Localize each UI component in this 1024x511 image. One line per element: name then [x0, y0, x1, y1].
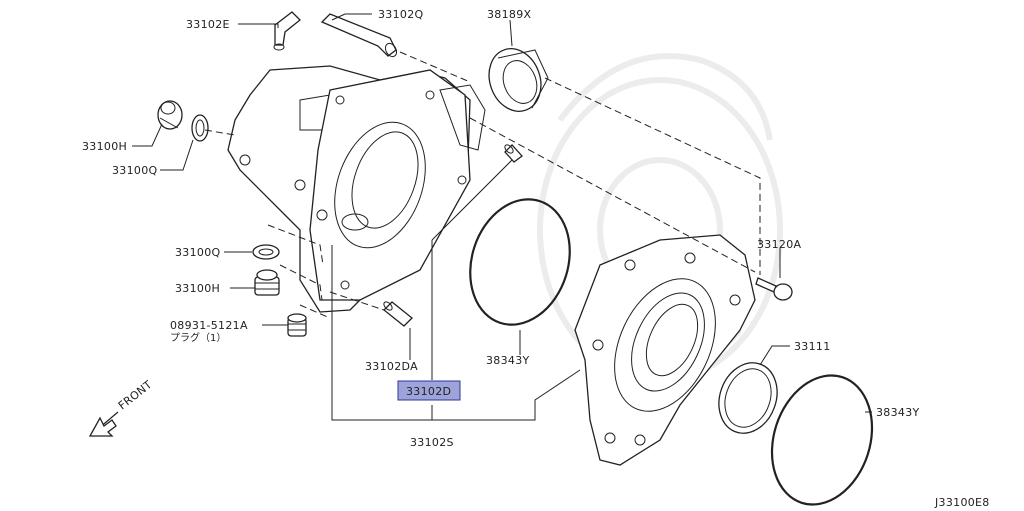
part-labels: 33102E 33102Q 38189X 33100H 33100Q 33100… — [82, 8, 990, 509]
label-38343Y-right[interactable]: 38343Y — [876, 406, 920, 419]
breather-hose-33102Q — [320, 13, 398, 58]
label-33102E[interactable]: 33102E — [186, 18, 230, 31]
label-33102S[interactable]: 33102S — [410, 436, 454, 449]
o-ring-38343Y-right — [770, 374, 874, 506]
label-33102Q[interactable]: 33102Q — [378, 8, 423, 21]
highlight-box-33102D[interactable] — [397, 380, 461, 401]
label-33120A[interactable]: 33120A — [757, 238, 801, 251]
front-label: FRONT — [116, 378, 155, 412]
label-33102D[interactable]: 33102D — [406, 385, 451, 398]
label-33111[interactable]: 33111 — [794, 340, 831, 353]
label-38189X[interactable]: 38189X — [487, 8, 531, 21]
plug-08931-5121A — [287, 313, 307, 337]
label-33100Q-top[interactable]: 33100Q — [112, 164, 157, 177]
assembly-dashed-lines — [204, 51, 761, 319]
rear-cover — [574, 234, 756, 466]
washer-33100Q-top — [191, 114, 209, 142]
breather-elbow-33102E — [273, 11, 301, 51]
o-ring-38343Y-center — [469, 198, 571, 326]
bolt-33120A — [755, 277, 793, 301]
label-33100Q-mid[interactable]: 33100Q — [175, 246, 220, 259]
label-33102DA[interactable]: 33102DA — [365, 360, 418, 373]
label-33100H-top[interactable]: 33100H — [82, 140, 127, 153]
oil-seal-33111 — [718, 362, 778, 434]
oil-seal-38189X — [488, 48, 549, 112]
label-38343Y-center[interactable]: 38343Y — [486, 354, 530, 367]
leader-lines — [132, 13, 872, 421]
washer-33100Q-mid — [252, 244, 280, 260]
plug-33100H-mid — [254, 269, 280, 296]
label-08931-5121A[interactable]: 08931-5121A — [170, 319, 248, 332]
transfer-housing — [227, 65, 486, 313]
plug-33100H-top — [157, 100, 183, 130]
front-arrow: FRONT — [88, 378, 155, 437]
dowel-pin-33102DA — [383, 301, 413, 327]
label-33100H-mid[interactable]: 33100H — [175, 282, 220, 295]
dowel-pin-upper — [504, 144, 523, 163]
label-plug-sub: プラグ（1） — [170, 331, 226, 344]
diagram-code: J33100E8 — [934, 496, 990, 509]
